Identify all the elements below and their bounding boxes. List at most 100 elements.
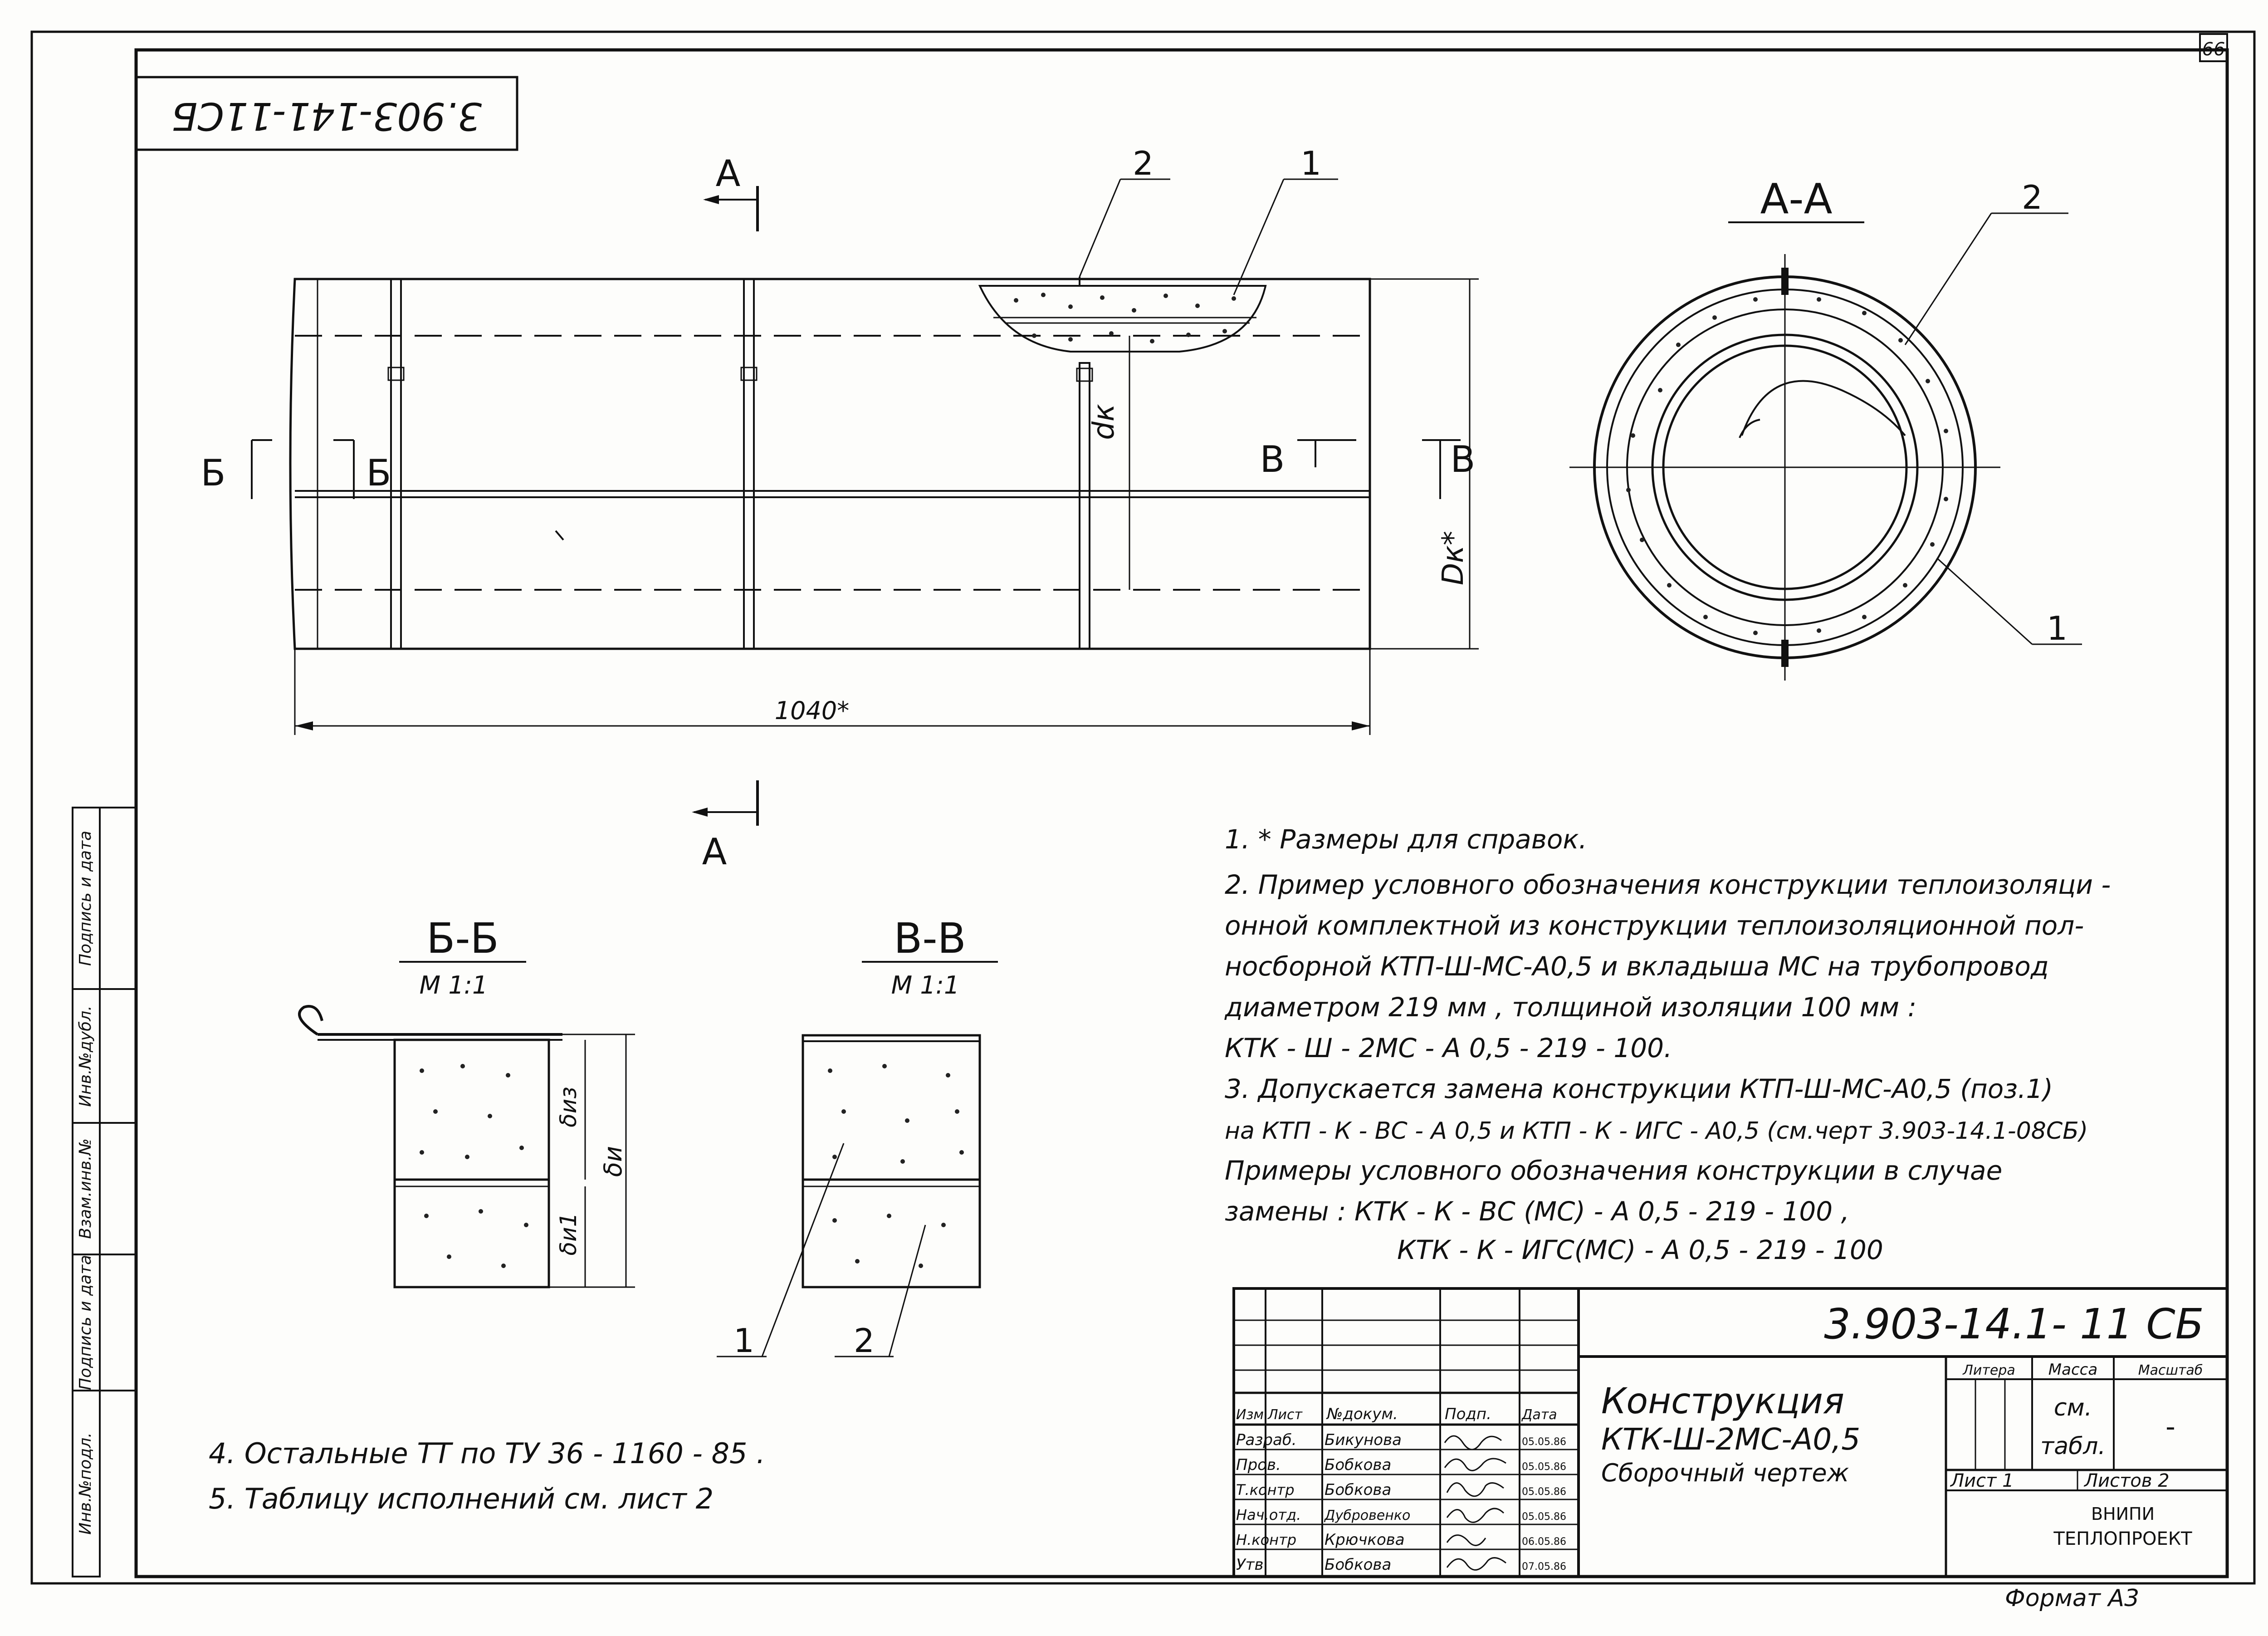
tb-row-date: 05.05.86 (1522, 1461, 1566, 1473)
section-mark-b-left: Б (201, 452, 226, 494)
leader-1-aa: 1 (2047, 609, 2068, 647)
top-left-stamp-box (135, 76, 518, 151)
tb-row-role: Нач.отд. (1236, 1506, 1301, 1523)
section-mark-v-right: В (1451, 438, 1476, 480)
signature (1446, 1557, 1506, 1571)
tb-designation: 3.903-14.1- 11 СБ (1824, 1300, 2204, 1348)
section-mark-a-bottom: А (702, 831, 727, 873)
note-2-line-2: онной комплектной из конструкции теплоиз… (1225, 910, 2084, 941)
signature (1446, 1508, 1505, 1523)
note-4: 4. Остальные ТТ по ТУ 36 - 1160 - 85 . (209, 1437, 765, 1470)
dim-delta-i1: δи1 (555, 1213, 582, 1256)
leader-1-vv: 1 (733, 1322, 754, 1360)
tb-row-date: 07.05.86 (1522, 1561, 1566, 1572)
tb-row-name: Крючкова (1325, 1531, 1405, 1549)
tb-org-line-1: ВНИПИ (2091, 1504, 2155, 1524)
tb-header-list: Лист (1267, 1407, 1303, 1423)
tb-mass-value-1: см. (2054, 1394, 2092, 1421)
tb-row-name: Бобкова (1325, 1556, 1391, 1574)
signature (1446, 1482, 1504, 1497)
section-vv-scale: М 1:1 (891, 971, 960, 999)
section-mark-a-top: А (716, 152, 741, 195)
leader-2-aa: 2 (2022, 178, 2043, 216)
note-1: 1. * Размеры для справок. (1225, 824, 1587, 855)
section-aa-title: А-А (1760, 175, 1832, 223)
tb-row-name: Бобкова (1325, 1456, 1391, 1474)
strip-label-sign-date-2: Подпись и дата (76, 831, 95, 966)
notes: 1. * Размеры для справок. 2. Пример усло… (209, 824, 2111, 1515)
note-5: 5. Таблицу исполнений см. лист 2 (209, 1482, 714, 1515)
tb-title-line-3: Сборочный чертеж (1601, 1459, 1849, 1487)
strip-label-inv-podl: Инв.№подл. (76, 1432, 95, 1534)
tb-row-date: 05.05.86 (1522, 1511, 1566, 1523)
signature (1446, 1534, 1486, 1546)
note-2-line-4: диаметром 219 мм , толщиной изоляции 100… (1224, 992, 1916, 1023)
section-bb-scale: М 1:1 (420, 971, 488, 999)
section-aa-view: А-А 2 1 (1569, 175, 2082, 681)
page-number-box (2199, 33, 2228, 62)
dim-delta-iz: δиз (555, 1087, 582, 1127)
tb-scale-label: Масштаб (2138, 1362, 2203, 1378)
signature (1444, 1458, 1506, 1471)
tb-header-date: Дата (1521, 1407, 1557, 1423)
note-2-line-3: носборной КТП-Ш-МС-А0,5 и вкладыша МС на… (1225, 951, 2049, 982)
tb-row-name: Бикунова (1325, 1431, 1402, 1449)
tb-title-line-2: КТК-Ш-2МС-А0,5 (1601, 1422, 1860, 1457)
tb-sheet-label: Лист 1 (1950, 1470, 2014, 1491)
note-3-line-2: на КТП - К - ВС - А 0,5 и КТП - К - ИГС … (1225, 1117, 2088, 1145)
leader-2-main: 2 (1133, 144, 1154, 182)
tb-header-izm: Изм (1236, 1407, 1264, 1423)
section-mark-b-right: Б (367, 452, 391, 494)
tb-row-date: 05.05.86 (1522, 1436, 1566, 1448)
dim-dk: dк (1087, 404, 1121, 440)
note-2-line-5: КТК - Ш - 2МС - А 0,5 - 219 - 100. (1225, 1033, 1672, 1063)
inner-frame (134, 48, 2229, 1578)
top-left-stamp: 3.903-141-11СБ (171, 94, 482, 138)
tb-row-role: Н.контр (1236, 1531, 1296, 1548)
tb-row-name: Бобкова (1325, 1481, 1391, 1499)
strip-label-vzam-inv: Взам.инв.№ (76, 1138, 95, 1239)
main-view: dк Dк* 1040* 2 1 А А Б Б (201, 144, 1479, 873)
dim-Dk: Dк* (1437, 531, 1470, 585)
tb-row-role: Пров. (1236, 1456, 1281, 1474)
tb-title-line-1: Конструкция (1601, 1381, 1844, 1422)
note-3-line-3: Примеры условного обозначения конструкци… (1225, 1155, 2002, 1186)
section-bb-view: Б-Б М 1:1 δиз δи δи1 (298, 914, 635, 1288)
section-vv-view: В-В М 1:1 1 2 (717, 914, 998, 1360)
tb-row-date: 06.05.86 (1522, 1536, 1566, 1548)
section-vv-title: В-В (894, 914, 966, 963)
left-strip: Инв.№подл. Подпись и дата Взам.инв.№ Инв… (72, 807, 136, 1577)
tb-mass-label: Масса (2048, 1361, 2097, 1379)
dim-length: 1040* (775, 696, 849, 725)
section-bb-title: Б-Б (426, 914, 499, 963)
page-number: 66 (2202, 39, 2225, 60)
note-2-line-1: 2. Пример условного обозначения конструк… (1225, 869, 2111, 900)
section-mark-v-left: В (1260, 438, 1285, 480)
leader-2-vv: 2 (854, 1322, 875, 1360)
note-3-line-1: 3. Допускается замена конструкции КТП-Ш-… (1225, 1073, 2053, 1104)
strip-label-sign-date-1: Подпись и дата (76, 1255, 95, 1390)
tb-row-role: Разраб. (1236, 1431, 1297, 1449)
format-label: Формат А3 (2005, 1585, 2139, 1612)
leader-1-main: 1 (1300, 144, 1321, 182)
tb-org-line-2: ТЕПЛОПРОЕКТ (2053, 1528, 2192, 1549)
outer-frame (30, 30, 2256, 1585)
tb-row-role: Т.контр (1236, 1481, 1295, 1499)
note-3-line-4: замены : КТК - К - ВС (МС) - А 0,5 - 219… (1225, 1196, 1849, 1227)
tb-row-date: 05.05.86 (1522, 1486, 1566, 1498)
tb-litera-label: Литера (1962, 1362, 2015, 1378)
tb-mass-value-2: табл. (2040, 1433, 2106, 1460)
tb-scale-value: - (2165, 1411, 2175, 1443)
signature (1444, 1435, 1502, 1450)
tb-row-role: Утв (1236, 1556, 1264, 1574)
tb-header-sign: Подп. (1445, 1405, 1491, 1423)
strip-label-inv-dubl: Инв.№дубл. (76, 1005, 95, 1107)
dim-delta-i: δи (599, 1146, 627, 1177)
note-3-line-5: КТК - К - ИГС(МС) - А 0,5 - 219 - 100 (1397, 1234, 1883, 1265)
tb-header-doc: №докум. (1326, 1405, 1398, 1423)
title-block: Изм Лист №докум. Подп. Дата Разраб. Бику… (1232, 1287, 2229, 1578)
tb-row-name: Дубровенко (1324, 1508, 1410, 1523)
tb-sheets-label: Листов 2 (2083, 1470, 2170, 1491)
